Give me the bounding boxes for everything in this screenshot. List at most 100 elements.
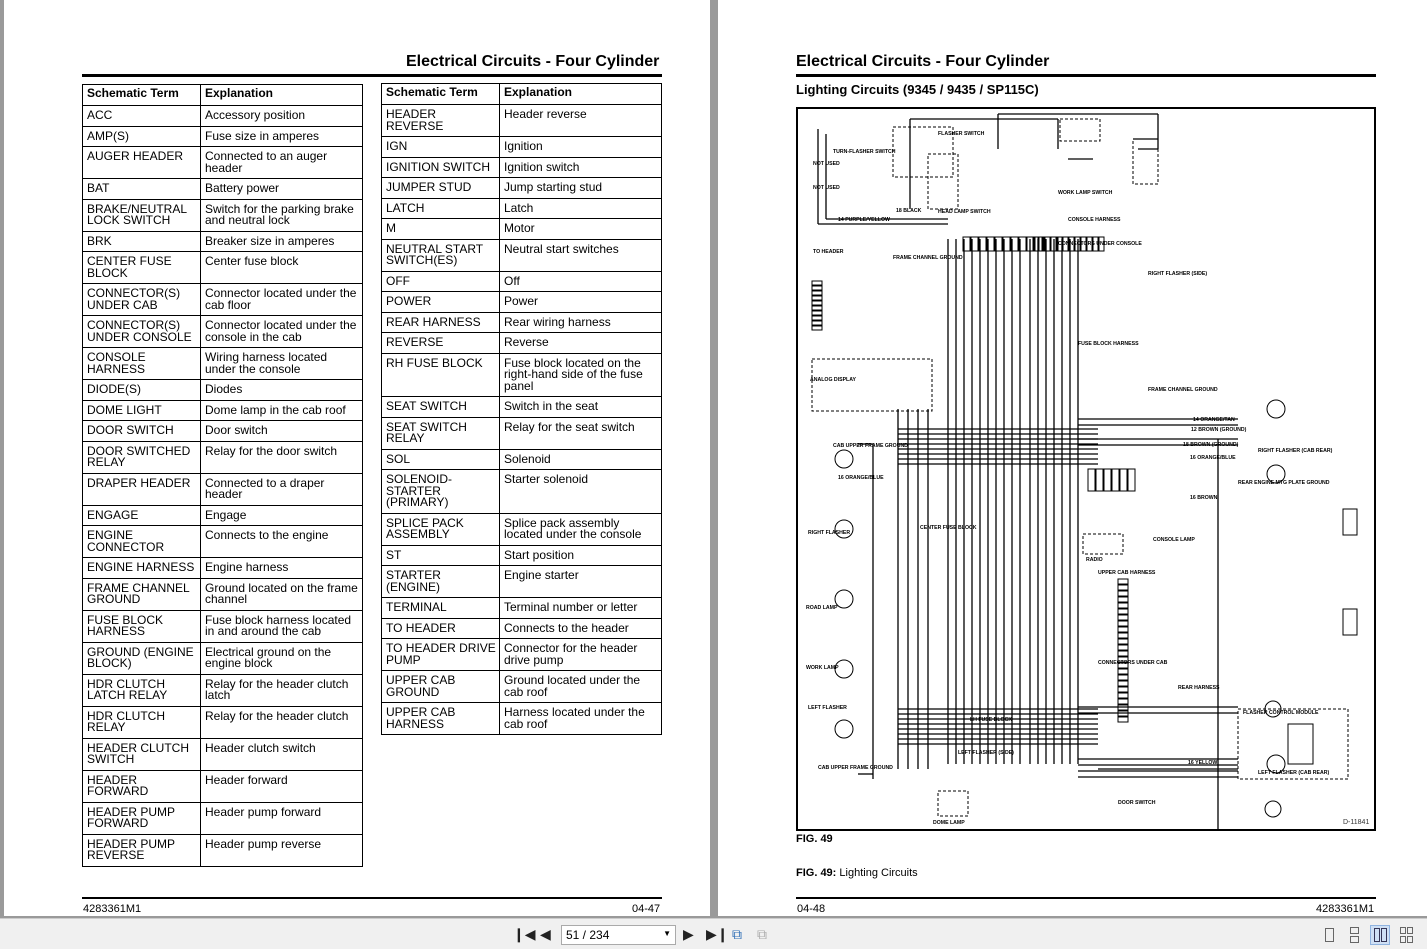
connector xyxy=(1119,468,1128,492)
last-page-icon[interactable]: ▶❙ xyxy=(706,926,729,942)
two-page-continuous-icon[interactable] xyxy=(1396,925,1416,945)
table-row: NEUTRAL START SWITCH(ES)Neutral start sw… xyxy=(381,238,662,272)
connector xyxy=(1117,644,1129,651)
title-rule xyxy=(796,74,1376,77)
explanation-cell: Solenoid xyxy=(499,448,662,470)
diagram-label: 16 BROWN xyxy=(1190,495,1218,501)
explanation-cell: Header pump forward xyxy=(200,801,363,835)
diagram-label: LEFT FLASHER xyxy=(808,705,847,711)
term-cell: SOL xyxy=(381,448,500,470)
explanation-cell: Door switch xyxy=(200,420,363,442)
drawing-id: D-11841 xyxy=(1343,819,1369,826)
explanation-cell: Header reverse xyxy=(499,104,662,137)
term-cell: UPPER CAB HARNESS xyxy=(381,702,500,735)
diagram-label: REAR HARNESS xyxy=(1178,685,1220,691)
explanation-cell: Relay for the header clutch xyxy=(200,705,363,739)
term-cell: ENGINE CONNECTOR xyxy=(82,525,201,558)
title-rule xyxy=(82,74,662,77)
term-cell: HDR CLUTCH LATCH RELAY xyxy=(82,673,201,707)
footer-rule xyxy=(82,897,662,899)
diagram-label: ANALOG DISPLAY xyxy=(810,377,856,383)
explanation-cell: Latch xyxy=(499,197,662,219)
connector xyxy=(1287,723,1314,765)
connector xyxy=(1087,468,1096,492)
diagram-label: 16 ORANGE/BLUE xyxy=(838,475,884,481)
explanation-cell: Relay for the header clutch latch xyxy=(200,673,363,707)
explanation-cell: Starter solenoid xyxy=(499,469,662,514)
first-page-icon[interactable]: ❙◀ xyxy=(513,926,536,942)
explanation-cell: Header clutch switch xyxy=(200,737,363,771)
diagram-label: UPPER CAB HARNESS xyxy=(1098,570,1156,576)
diagram-label: 16 YELLOW xyxy=(1188,760,1217,766)
connector xyxy=(1026,236,1035,252)
diagram-label: FLASHER SWITCH xyxy=(938,131,985,137)
explanation-cell: Wiring harness located under the console xyxy=(200,347,363,380)
continuous-view-icon[interactable] xyxy=(1344,925,1364,945)
previous-page-icon[interactable]: ◀ xyxy=(540,926,551,942)
term-cell: HEADER CLUTCH SWITCH xyxy=(82,737,201,771)
page-number-input[interactable]: 51 / 234▼ xyxy=(561,925,676,945)
explanation-cell: Relay for the door switch xyxy=(200,440,363,474)
fit-page-icon[interactable]: ⧉ xyxy=(732,926,742,942)
explanation-cell: Splice pack assembly located under the c… xyxy=(499,512,662,546)
term-cell: IGNITION SWITCH xyxy=(381,156,500,178)
two-page-view-icon[interactable] xyxy=(1370,925,1390,945)
term-cell: BAT xyxy=(82,178,201,200)
connector xyxy=(1117,620,1129,627)
lamp-symbol xyxy=(1266,399,1286,419)
connector xyxy=(1095,468,1104,492)
diagram-label: 14 PURPLE/YELLOW xyxy=(838,217,890,223)
explanation-cell: Connected to a draper header xyxy=(200,472,363,506)
chevron-down-icon[interactable]: ▼ xyxy=(663,929,671,938)
explanation-cell: Center fuse block xyxy=(200,251,363,284)
connector xyxy=(811,285,823,291)
term-cell: JUMPER STUD xyxy=(381,177,500,199)
diagram-label: CONNECTORS UNDER CONSOLE xyxy=(1058,241,1142,247)
diagram-label: LEFT FLASHER (SIDE) xyxy=(958,750,1014,756)
page-title: Electrical Circuits - Four Cylinder xyxy=(406,53,660,70)
connector xyxy=(1068,236,1075,252)
figure-label: FIG. 49 xyxy=(796,833,833,845)
column-header: Explanation xyxy=(200,84,363,106)
diagram-label: NOT USED xyxy=(813,161,840,167)
connector xyxy=(994,236,1003,252)
component-outline xyxy=(927,153,959,210)
single-page-view-icon[interactable] xyxy=(1319,925,1339,945)
explanation-cell: Connector located under the cab floor xyxy=(200,283,363,316)
connector xyxy=(1034,236,1043,252)
figure-caption: FIG. 49: Lighting Circuits xyxy=(796,867,918,879)
connector xyxy=(811,325,823,331)
next-page-icon[interactable]: ▶ xyxy=(683,926,694,942)
term-cell: ENGINE HARNESS xyxy=(82,557,201,579)
connector xyxy=(811,305,823,311)
connector xyxy=(811,290,823,296)
connector xyxy=(811,310,823,316)
diagram-label: DOME LAMP xyxy=(933,820,965,826)
table-row: SOLENOID-STARTER (PRIMARY)Starter soleno… xyxy=(381,469,662,514)
lamp-symbol xyxy=(834,519,854,539)
column-header: Explanation xyxy=(499,83,662,105)
fit-width-icon[interactable]: ⧉ xyxy=(757,926,767,942)
footer-doc-number: 4283361M1 xyxy=(83,903,142,915)
connector xyxy=(1117,668,1129,675)
connector xyxy=(811,320,823,326)
